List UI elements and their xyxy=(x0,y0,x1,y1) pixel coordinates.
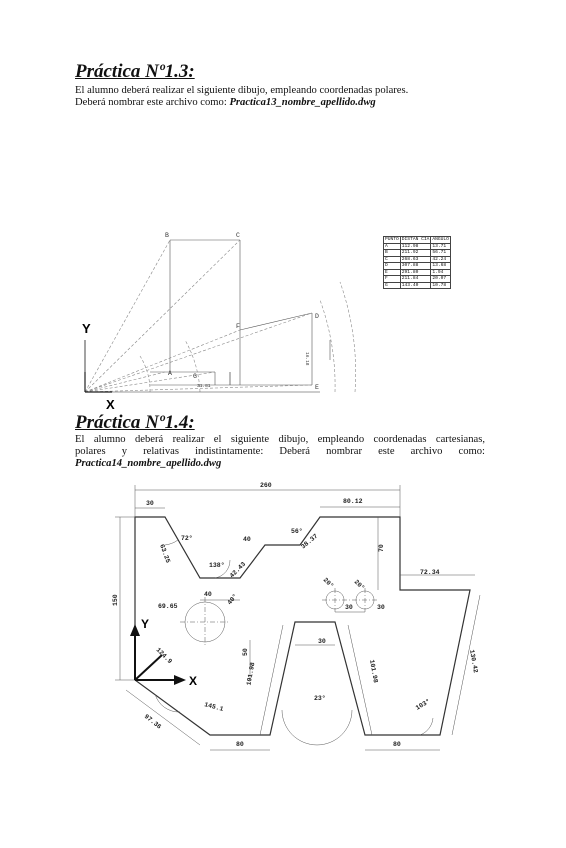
dim-80-12: 80.12 xyxy=(343,498,363,505)
point-b-label: B xyxy=(165,232,169,239)
dim-69-65: 69.65 xyxy=(158,603,178,610)
table-cell: 10.78 xyxy=(430,281,451,289)
practica13-line2: Deberá nombrar este archivo como: xyxy=(75,97,230,108)
practica13-instructions: El alumno deberá realizar el siguiente d… xyxy=(75,85,495,109)
point-a-label: A xyxy=(168,370,172,377)
dim-138deg: 138° xyxy=(209,561,225,569)
dim-40-left: 40 xyxy=(204,591,212,598)
dim-130-42: 130.42 xyxy=(468,649,479,673)
point-e-label: E xyxy=(315,384,319,391)
dim-20deg-b: 20° xyxy=(353,578,367,592)
dim-30-b: 30 xyxy=(377,604,385,611)
practica13-title: Práctica Nº1.3: xyxy=(75,61,195,82)
dim-70: 70 xyxy=(378,544,385,552)
dim-97-36: 97.36 xyxy=(143,713,163,731)
dim-260: 260 xyxy=(260,482,272,489)
practica13-line1: El alumno deberá realizar el siguiente d… xyxy=(75,85,409,96)
practica14-title: Práctica Nº1.4: xyxy=(75,412,195,433)
dim-30-a: 30 xyxy=(345,604,353,611)
point-d-label: D xyxy=(315,313,319,320)
table-cell: 143.40 xyxy=(399,281,432,289)
dim-80-right: 80 xyxy=(393,741,401,748)
dim-72deg: 72° xyxy=(181,534,193,542)
table-cell: G xyxy=(383,281,401,289)
practica14-axis-x: X xyxy=(189,674,197,688)
practica13-axis-y: Y xyxy=(82,321,91,336)
practica13-filename: Practica13_nombre_apellido.dwg xyxy=(229,97,376,108)
dim-20deg-a: 20° xyxy=(322,576,336,590)
dim-50: 50 xyxy=(242,648,249,656)
dim-38-37: 38.37 xyxy=(300,533,320,551)
dim-72-34: 72.34 xyxy=(420,569,440,576)
dim-80-left: 80 xyxy=(236,741,244,748)
point-c-label: C xyxy=(236,232,240,239)
dim-40deg: 40° xyxy=(225,592,239,606)
dim-150: 150 xyxy=(112,594,119,606)
e-side-dimension: 16.18 xyxy=(304,352,310,366)
dim-101-98: 101.98 xyxy=(245,662,256,686)
practica14-instructions: El alumno deberá realizar el siguiente d… xyxy=(75,434,485,470)
practica14-line1: El alumno deberá realizar el siguiente d… xyxy=(75,434,485,445)
dim-145: 145.1 xyxy=(203,701,224,713)
practica14-filename: Practica14_nombre_apellido.dwg xyxy=(75,458,222,469)
practica14-line2: polares y relativas indistintamente: Deb… xyxy=(75,446,485,457)
dim-30-mid: 30 xyxy=(318,638,326,645)
dim-101-98b: 101.98 xyxy=(368,659,379,683)
point-g-label: G xyxy=(193,373,197,380)
point-f-label: F xyxy=(236,323,240,330)
dim-42-43: 42.43 xyxy=(228,561,247,580)
dim-30-top: 30 xyxy=(146,500,154,507)
dim-103deg: 103° xyxy=(414,697,432,712)
g-dimension: 31.81 xyxy=(197,383,211,389)
dim-56deg: 56° xyxy=(291,527,303,535)
dim-40-top: 40 xyxy=(243,536,251,543)
dim-124: 124.9 xyxy=(155,646,174,665)
practica14-axis-y: Y xyxy=(141,617,149,631)
practica13-axis-x: X xyxy=(106,397,115,412)
dim-23deg: 23° xyxy=(314,694,326,702)
dim-63-25: 63.25 xyxy=(158,543,171,564)
